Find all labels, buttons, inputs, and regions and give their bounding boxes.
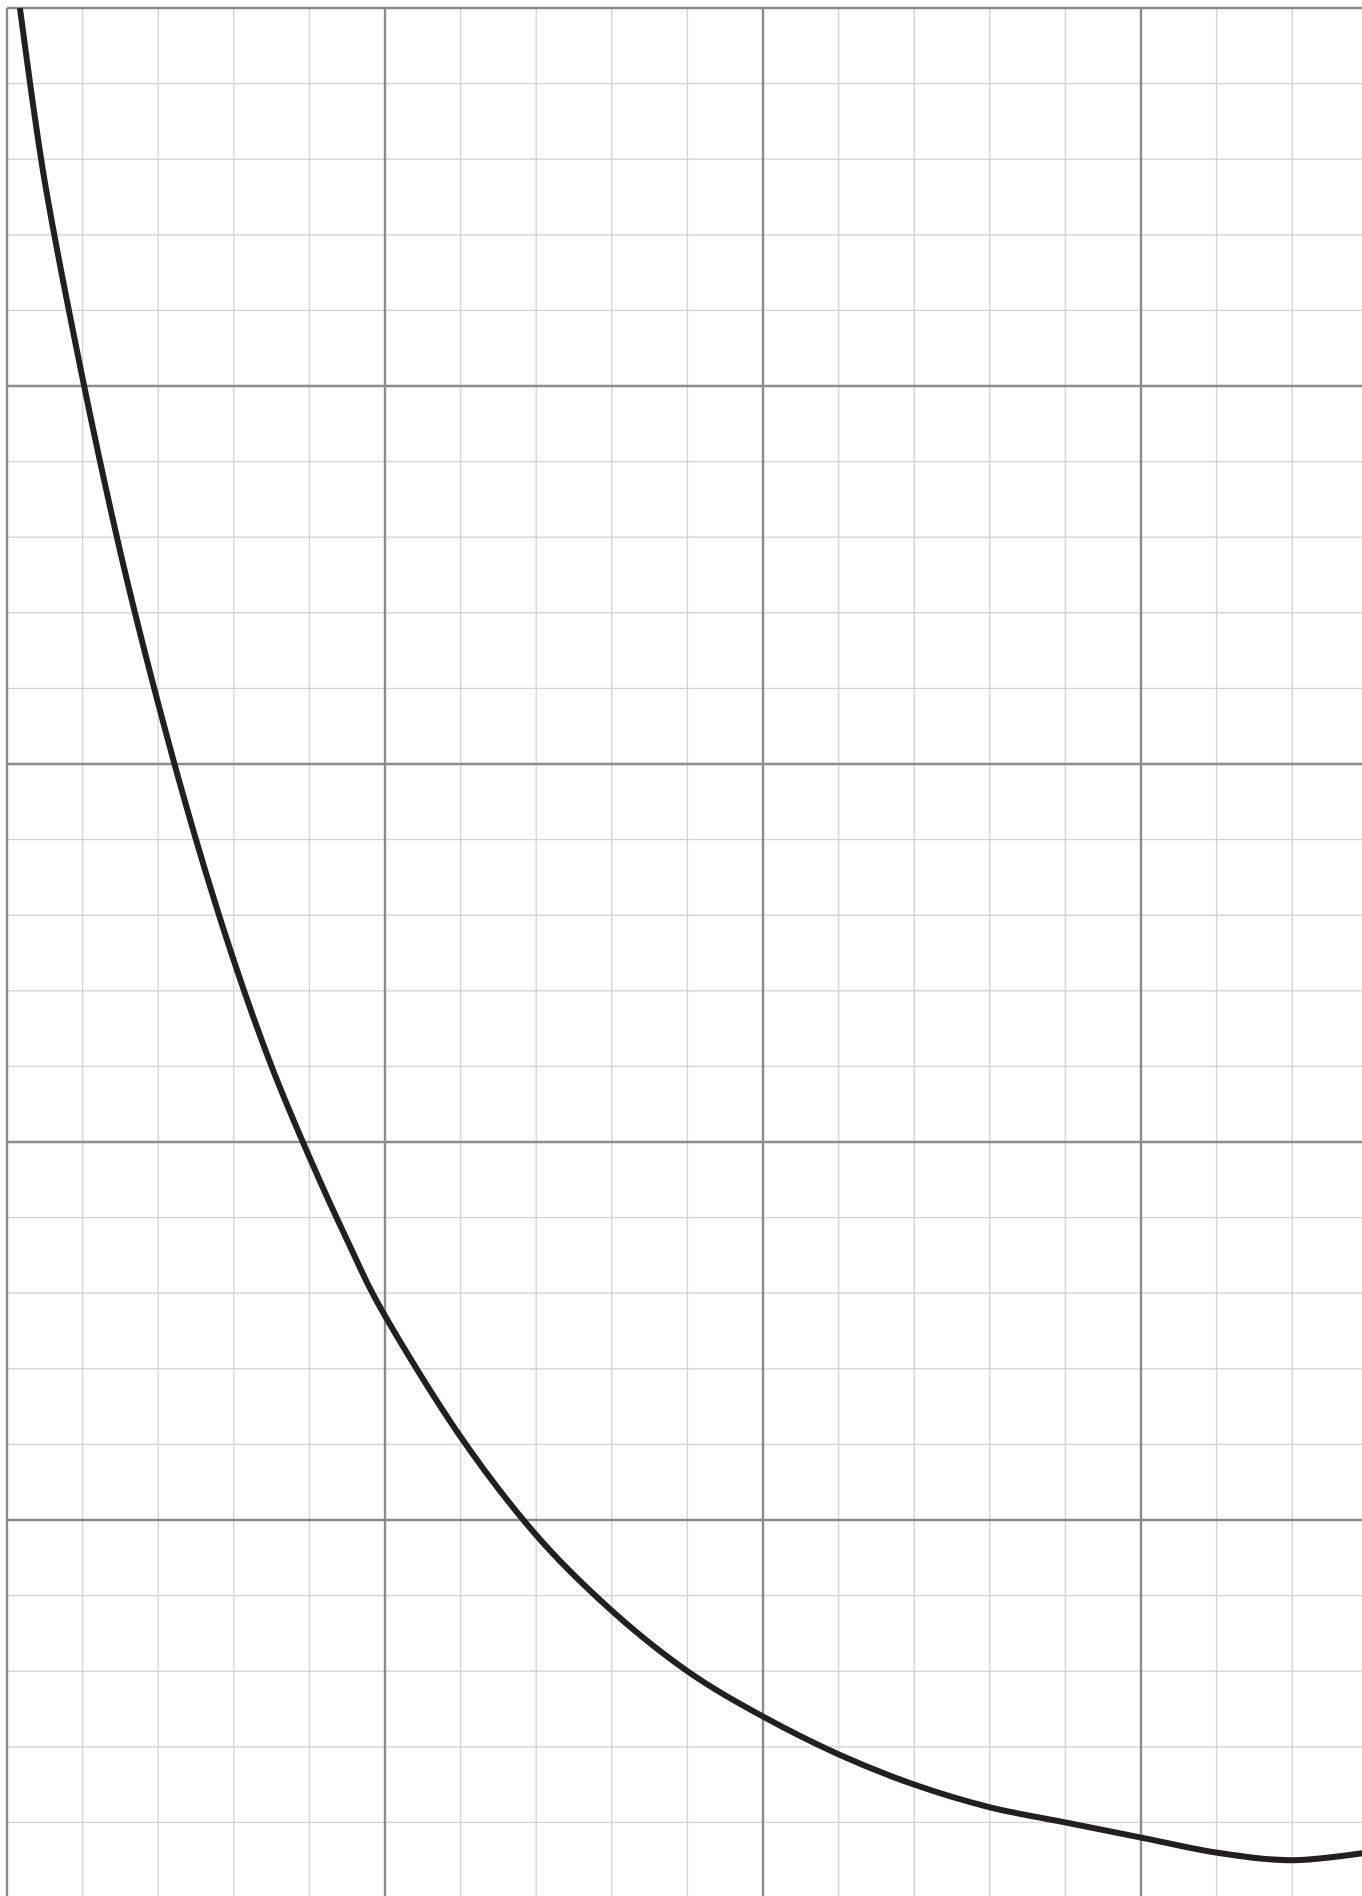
minor-grid — [7, 8, 1362, 1896]
series-layer — [16, 7, 1362, 1864]
series-line-0 — [16, 7, 1362, 1864]
major-grid — [5, 6, 1362, 1896]
